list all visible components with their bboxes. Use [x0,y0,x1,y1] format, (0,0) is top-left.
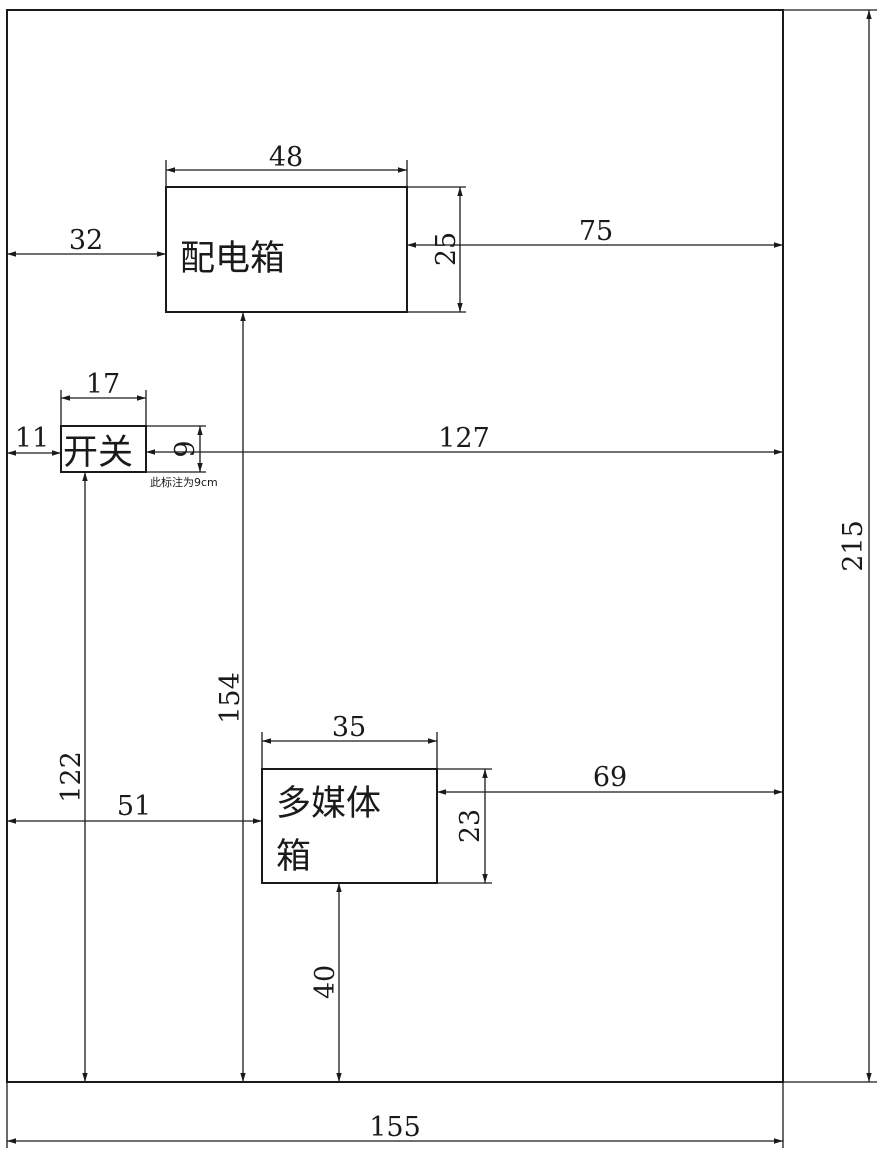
dim-switch-width: 17 [86,369,120,400]
dim-switch-floor: 122 [56,751,87,803]
dim-multimedia-box-width: 35 [332,712,366,743]
annotation-note: 此标注为9cm [150,475,218,489]
distribution-box-label: 配电箱 [180,239,285,279]
multimedia-box-label-line1: 多媒体 [276,784,381,824]
dim-multimedia-box-right: 69 [593,762,627,793]
dim-distribution-box-right: 75 [579,216,613,247]
dim-distribution-box-left: 32 [69,225,103,256]
dim-switch-right: 127 [438,423,490,454]
switch-box [60,425,147,473]
multimedia-box-label-line2: 箱 [276,837,311,877]
distribution-box [165,186,408,313]
dim-switch-height: 9 [170,440,201,457]
dim-multimedia-box-height: 23 [455,809,486,843]
dim-wall-width: 155 [369,1112,421,1143]
dim-distribution-box-floor: 154 [215,672,246,724]
dim-switch-left: 11 [15,423,49,454]
wall-outline [6,9,784,1083]
dim-multimedia-box-left: 51 [117,791,151,822]
dim-distribution-box-width: 48 [269,142,303,173]
dim-distribution-box-height: 25 [431,232,462,266]
switch-label: 开关 [63,433,133,473]
dim-multimedia-box-floor: 40 [310,965,341,999]
multimedia-box [261,768,438,884]
dim-wall-height: 215 [838,520,869,572]
